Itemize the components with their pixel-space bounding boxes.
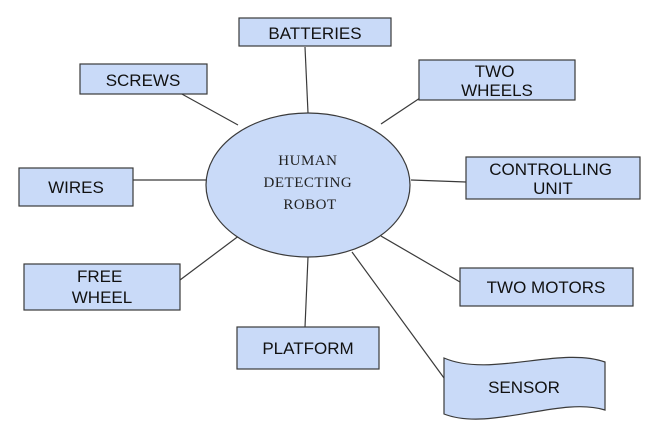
hub-label-line-1: HUMAN [278,153,337,169]
node-wires-box [18,167,134,207]
node-controlling-unit-line-2: UNIT [533,179,573,198]
node-two-motors-label: TWO MOTORS [487,278,606,297]
node-platform-box [236,326,380,370]
node-two-wheels-label: TWO WHEELS [461,62,533,100]
edge-free-wheel [179,234,241,281]
node-screws: SCREWS [79,63,208,95]
node-free-wheel: FREE WHEEL [23,263,181,311]
node-two-motors: TWO MOTORS [459,267,634,307]
node-free-wheel-box [23,263,181,311]
node-sensor-label: SENSOR [488,378,560,397]
node-two-wheels-line-2: WHEELS [461,81,533,100]
node-batteries-box [238,17,392,47]
node-screws-label: SCREWS [106,71,181,90]
node-batteries: BATTERIES [238,17,392,47]
edge-platform [304,256,309,328]
node-two-wheels: TWO WHEELS [418,59,576,101]
hub-node: HUMAN DETECTING ROBOT [205,112,411,258]
node-sensor-shape [443,356,606,420]
edge-two-wheels [380,97,421,125]
edge-two-motors [380,235,461,283]
edge-batteries [304,46,309,114]
edge-controlling-unit [410,179,467,183]
edge-sensor [351,251,445,379]
node-free-wheel-line-2: WHEEL [72,288,132,307]
edge-screws [179,92,239,126]
node-wires: WIRES [18,167,134,207]
node-controlling-unit-box [465,156,641,200]
connectors [133,46,467,379]
node-two-motors-box [459,267,634,307]
hub-label: HUMAN DETECTING ROBOT [264,153,357,213]
node-two-wheels-line-1: TWO [475,62,515,81]
hub-label-line-2: DETECTING [264,175,353,191]
node-two-wheels-box [418,59,576,101]
node-platform-label: PLATFORM [262,339,353,358]
hub-label-line-3: ROBOT [283,197,336,213]
node-free-wheel-line-1: FREE [77,267,122,286]
node-batteries-label: BATTERIES [268,24,361,43]
node-controlling-unit: CONTROLLING UNIT [465,156,641,200]
node-free-wheel-label: FREE WHEEL [72,267,132,307]
node-sensor: SENSOR [443,356,606,420]
node-wires-label: WIRES [48,178,104,197]
hub-ellipse [205,112,411,258]
node-screws-box [79,63,208,95]
node-controlling-unit-line-1: CONTROLLING [489,160,612,179]
node-platform: PLATFORM [236,326,380,370]
node-controlling-unit-label: CONTROLLING UNIT [489,160,617,198]
